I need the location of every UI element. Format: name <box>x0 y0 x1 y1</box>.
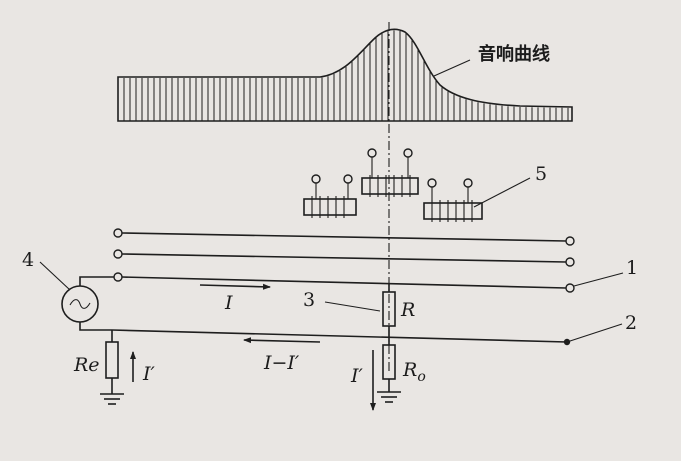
cable-conductors <box>111 228 575 346</box>
label-acoustic-curve: 音响曲线 <box>478 43 550 65</box>
label-4: 4 <box>22 249 34 271</box>
sensor-coil-center <box>361 148 419 197</box>
leader-1 <box>573 272 624 287</box>
label-5: 5 <box>535 163 547 185</box>
sensor-coil-left <box>303 174 357 218</box>
label-3: 3 <box>303 289 315 311</box>
signal-source <box>39 261 114 331</box>
arrow-current-return <box>243 337 321 344</box>
curve-hatching <box>123 30 569 121</box>
fault-resistors <box>324 284 401 411</box>
label-current-forward: I <box>224 292 233 314</box>
label-current-ground-left: I′ <box>142 363 156 385</box>
arrow-current-forward <box>199 283 271 290</box>
leader-2 <box>566 323 623 343</box>
resistor-re <box>100 330 136 405</box>
leader-curve <box>433 59 471 77</box>
label-2: 2 <box>625 312 637 334</box>
label-1: 1 <box>626 257 638 279</box>
label-current-return: I−I′ <box>263 352 300 374</box>
leader-5 <box>473 177 531 208</box>
label-current-ground-right: I′ <box>350 365 364 387</box>
label-re: Re <box>73 354 100 376</box>
label-ro: Ro <box>402 359 426 385</box>
label-r: R <box>400 299 415 321</box>
acoustic-curve <box>117 28 573 122</box>
sensor-coil-right <box>423 178 483 222</box>
